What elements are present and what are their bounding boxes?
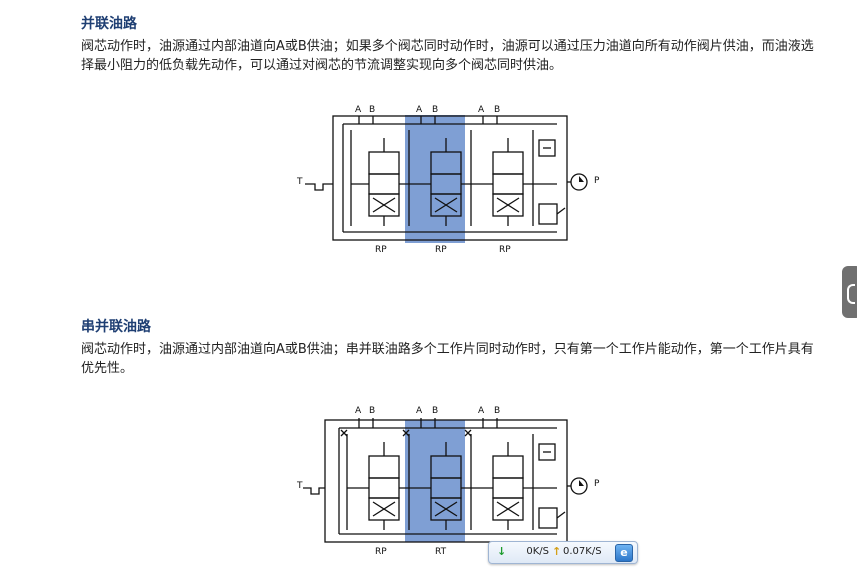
side-panel-tab[interactable] [842, 266, 857, 318]
port-label-b2: B [432, 406, 438, 416]
browser-icon[interactable]: e [615, 544, 633, 562]
section-title-parallel: 并联油路 [81, 16, 137, 32]
upload-speed: 0.07K/S [563, 546, 602, 557]
bottom-label-1: RP [375, 547, 387, 557]
port-label-a1: A [355, 105, 362, 115]
bottom-label-1: RP [375, 245, 387, 255]
port-label-b3: B [494, 105, 500, 115]
pump-label: P [594, 479, 600, 489]
section-paragraph-parallel: 阀芯动作时，油源通过内部油道向A或B供油；如果多个阀芯同时动作时，油源可以通过压… [81, 39, 814, 73]
port-label-a3: A [478, 406, 485, 416]
download-speed: 0K/S [526, 546, 549, 557]
network-speed-widget[interactable]: ↓ 0K/S ↑ 0.07K/S e [488, 541, 638, 564]
port-label-a3: A [478, 105, 485, 115]
port-label-b1: B [369, 406, 375, 416]
bottom-label-2: RT [435, 547, 447, 557]
port-label-b3: B [494, 406, 500, 416]
series-parallel-circuit-diagram: A B A B A B T P RP RT RP [295, 400, 605, 560]
tank-label: T [296, 481, 303, 491]
parallel-circuit-diagram: A B A B A B T P RP RP RP [295, 100, 605, 260]
port-label-b1: B [369, 105, 375, 115]
bottom-label-3: RP [499, 245, 511, 255]
port-label-a2: A [416, 406, 423, 416]
upload-arrow-icon: ↑ [552, 545, 562, 558]
highlight-middle-section [405, 115, 465, 243]
pump-label: P [594, 176, 600, 186]
tab-handle-icon [847, 284, 855, 304]
section-paragraph-series-parallel: 阀芯动作时，油源通过内部油道向A或B供油；串并联油路多个工作片同时动作时，只有第… [81, 342, 814, 376]
bottom-label-2: RP [435, 245, 447, 255]
highlight-middle-section [405, 420, 465, 542]
port-label-a1: A [355, 406, 362, 416]
port-label-b2: B [432, 105, 438, 115]
port-label-a2: A [416, 105, 423, 115]
section-title-series-parallel: 串并联油路 [81, 319, 151, 335]
download-arrow-icon: ↓ [497, 545, 507, 558]
tank-label: T [296, 177, 303, 187]
